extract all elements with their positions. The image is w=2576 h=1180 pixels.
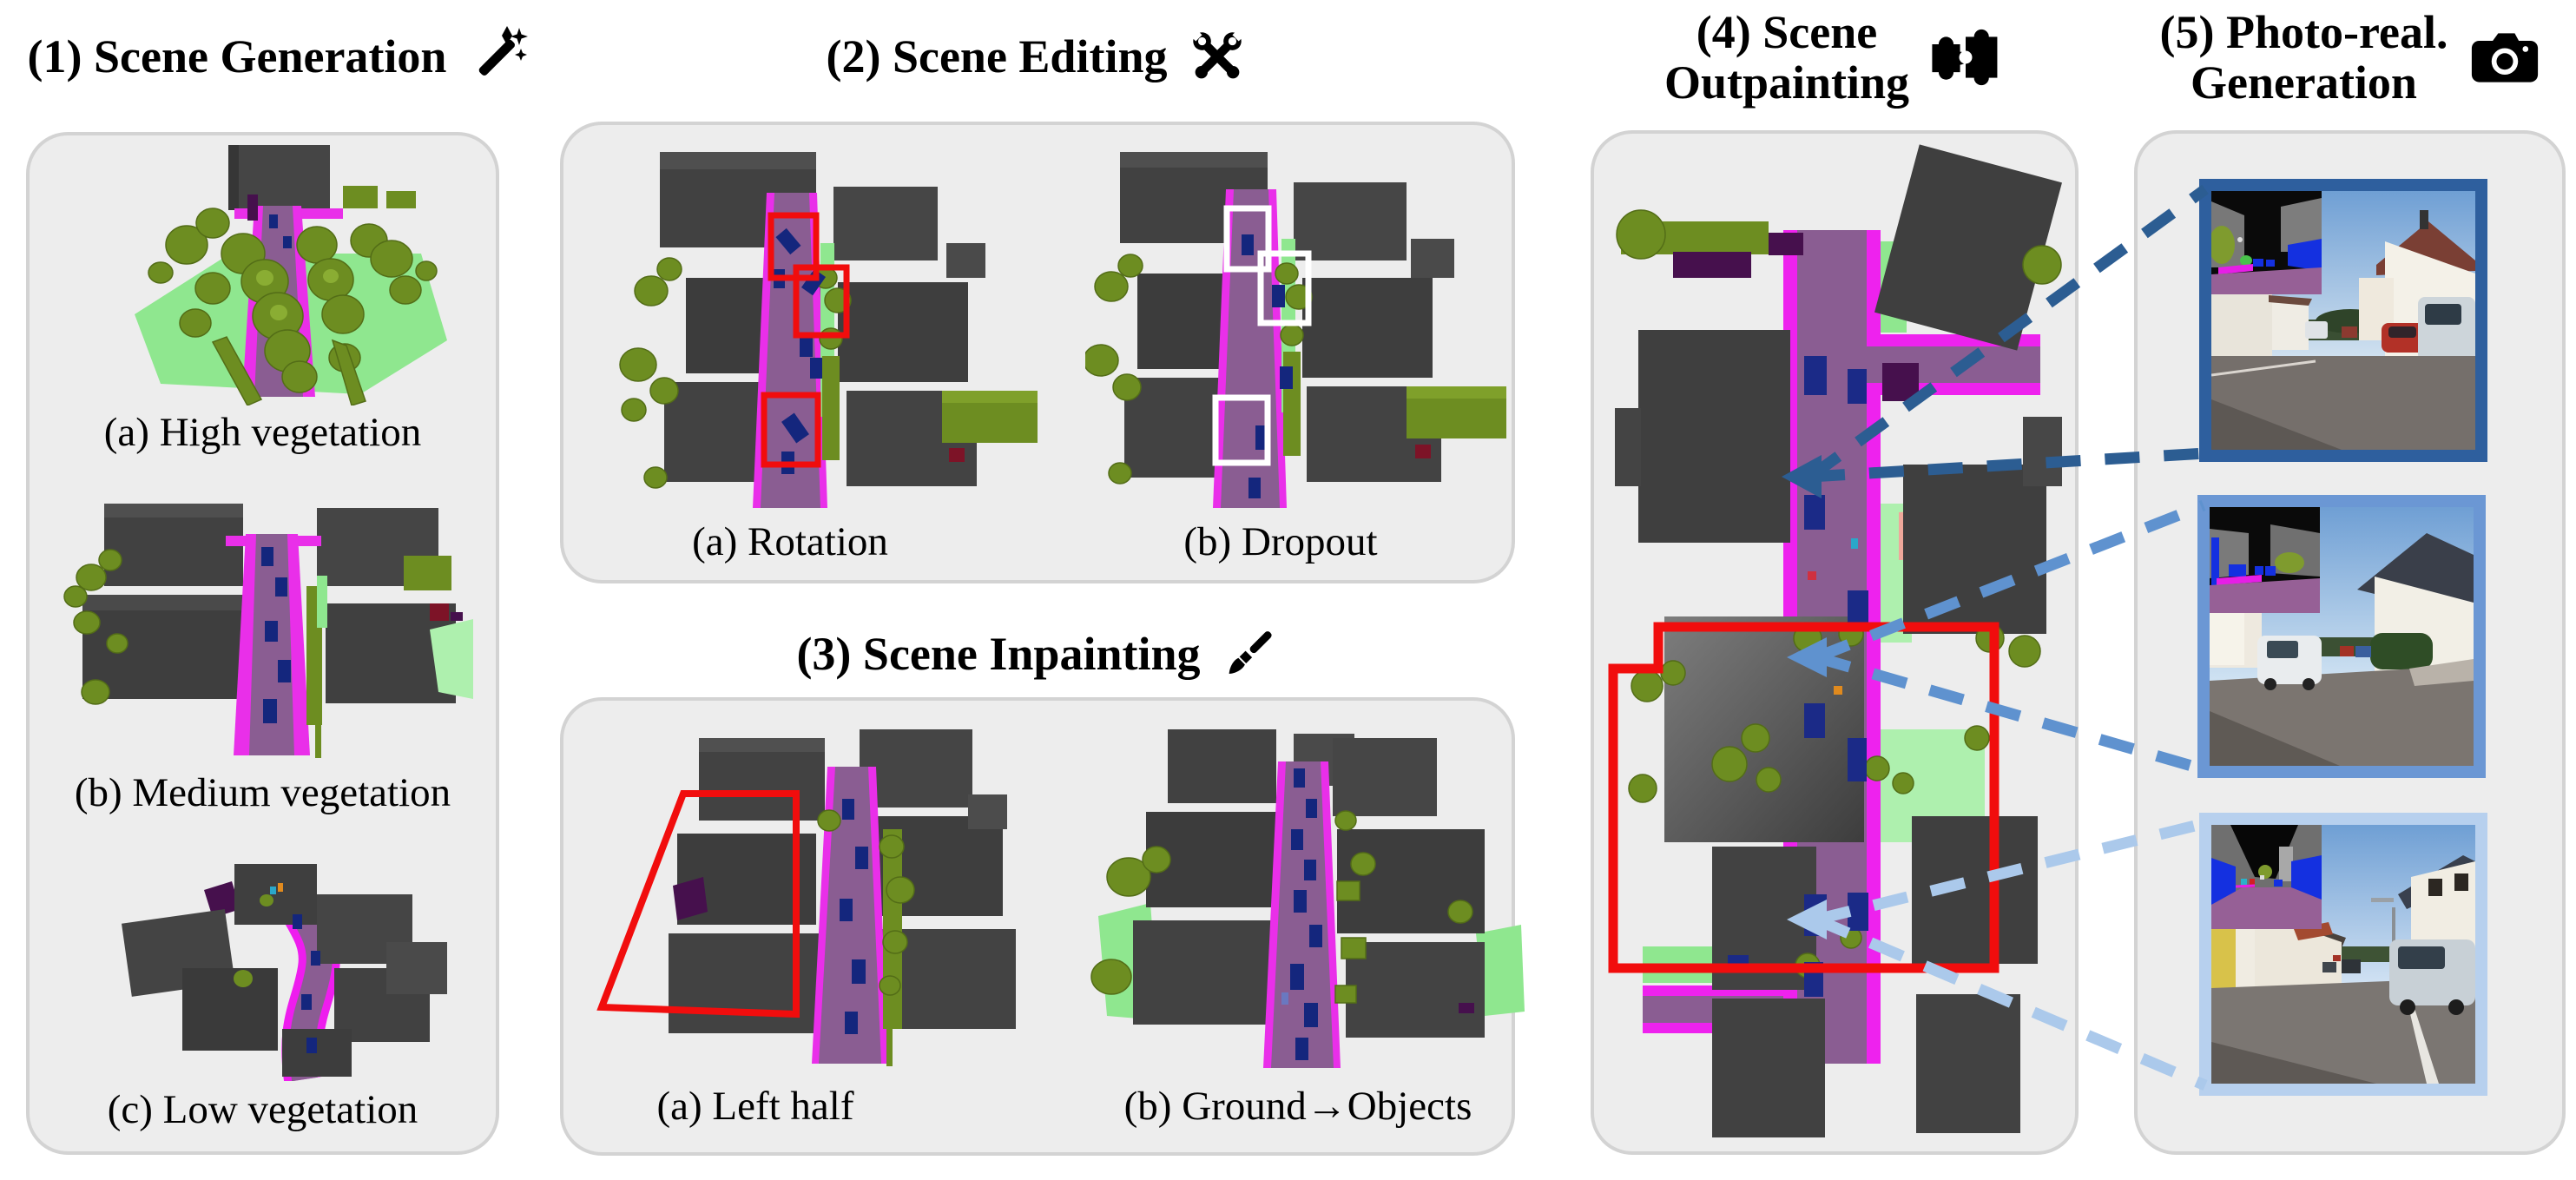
- panel-title-photoreal-generation: (5) Photo-real. Generation: [2134, 7, 2566, 108]
- cars: [293, 914, 320, 1053]
- street-light: [2371, 898, 2394, 902]
- rotation-highlight-boxes: [761, 212, 850, 468]
- camera-icon: [2470, 30, 2540, 84]
- scene-editing-dropout: [1083, 139, 1537, 517]
- cars: [261, 547, 291, 723]
- panel-title-scene-editing: (2) Scene Editing: [777, 24, 1298, 89]
- panel-title-photoreal-line1: (5) Photo-real.: [2159, 6, 2448, 58]
- scene-editing-rotation: [603, 139, 1064, 517]
- scene-low-vegetation: [100, 864, 464, 1085]
- caption-left-half: (a) Left half: [656, 1084, 854, 1129]
- buildings: [1615, 144, 2062, 1137]
- photo-street-view-2: [2197, 495, 2486, 778]
- caption-high-vegetation: (a) High vegetation: [103, 410, 422, 455]
- cars: [774, 227, 827, 474]
- scene-inpainting-ground-objects: [1077, 716, 1528, 1077]
- caption-low-vegetation: (c) Low vegetation: [107, 1087, 418, 1132]
- magic-wand-icon: [464, 24, 529, 89]
- dropout-highlight-boxes: [1212, 205, 1312, 466]
- scene-medium-vegetation: [56, 473, 473, 764]
- panel-title-scene-outpainting-line2: Outpainting: [1664, 56, 1910, 109]
- caption-medium-vegetation: (b) Medium vegetation: [74, 770, 451, 815]
- building: [230, 145, 330, 210]
- cars: [1242, 234, 1293, 498]
- cars: [840, 799, 868, 1034]
- photo-street-view-3: [2199, 813, 2487, 1096]
- inpaint-mask-outline: [596, 790, 800, 1018]
- scene-high-vegetation: [82, 141, 464, 410]
- puzzle-icon: [1927, 23, 2005, 91]
- panel-title-scene-generation-text: (1) Scene Generation: [27, 30, 447, 82]
- cars: [1290, 768, 1322, 1060]
- panel-title-scene-outpainting-line1: (4) Scene: [1696, 6, 1878, 58]
- road: [1271, 761, 1334, 1068]
- semantic-inset-3: [2211, 825, 2322, 929]
- tree-blobs: [1083, 254, 1313, 485]
- wrench-icon: [1185, 24, 1249, 89]
- semantic-inset-2: [2210, 507, 2320, 613]
- tree-blobs: [1090, 810, 1473, 1004]
- panel-title-scene-outpainting: (4) Scene Outpainting: [1591, 7, 2079, 108]
- tree-blobs: [148, 208, 438, 406]
- caption-dropout: (b) Dropout: [1183, 519, 1378, 564]
- tree-blobs: [817, 809, 915, 996]
- panel-title-scene-inpainting-text: (3) Scene Inpainting: [796, 628, 1201, 680]
- scene-inpainting-left-half: [595, 716, 1064, 1072]
- tree-blobs: [63, 549, 128, 705]
- caption-ground-objects: (b) Ground→Objects: [1123, 1084, 1472, 1129]
- panel-title-scene-editing-text: (2) Scene Editing: [826, 30, 1168, 82]
- panel-title-photoreal-line2: Generation: [2191, 56, 2417, 109]
- semantic-inset-1: [2211, 191, 2322, 294]
- hedge: [2370, 633, 2433, 669]
- paintbrush-icon: [1218, 623, 1279, 684]
- scene-outpainting-map: [1591, 130, 2079, 1159]
- panel-title-scene-generation: (1) Scene Generation: [9, 24, 547, 89]
- caption-rotation: (a) Rotation: [692, 519, 888, 564]
- panel-title-scene-inpainting: (3) Scene Inpainting: [777, 623, 1298, 684]
- photo-street-view-1: [2199, 179, 2487, 462]
